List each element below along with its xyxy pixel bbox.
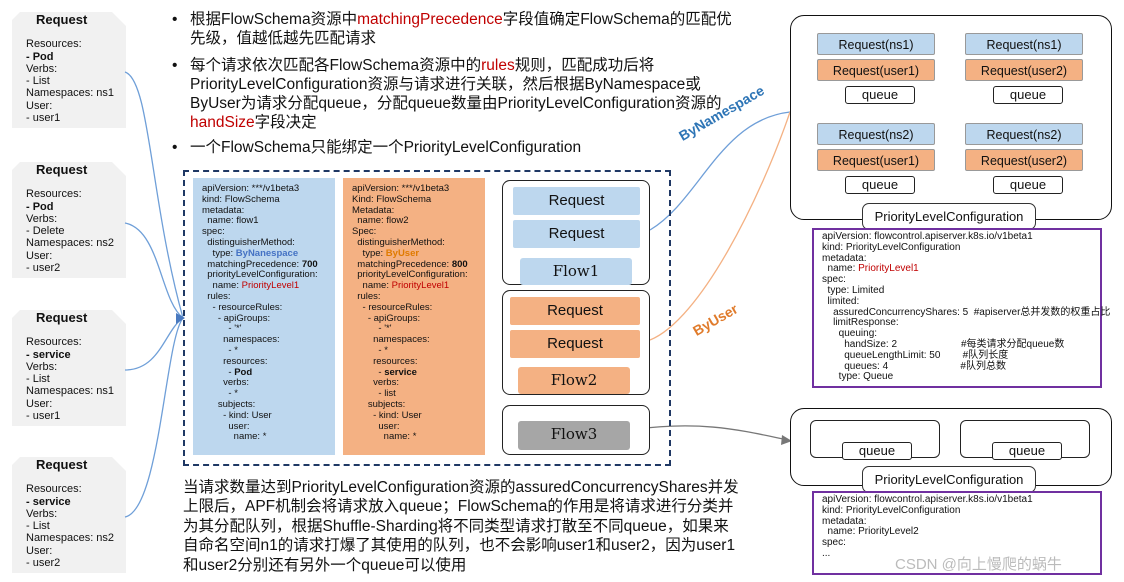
plc2-yaml: apiVersion: flowcontrol.apiserver.k8s.io… xyxy=(812,491,1102,575)
queued-request: Request(user1) xyxy=(817,149,935,171)
arrow-head xyxy=(781,435,792,445)
watermark: CSDN @向上慢爬的蜗牛 xyxy=(895,556,1062,573)
user-value: - user2 xyxy=(26,262,61,275)
user-label: User: xyxy=(26,397,53,410)
flow2-yaml: apiVersion: ***/v1beta3 Kind: FlowSchema… xyxy=(343,178,485,455)
namespace-value: Namespaces: ns2 xyxy=(26,532,115,545)
request-card: Request Resources: - Pod Verbs: - Delete… xyxy=(12,162,126,278)
user-label: User: xyxy=(26,249,53,262)
queued-request: Request(user2) xyxy=(965,59,1083,81)
verb-value: - Delete xyxy=(26,225,65,238)
flow3-arrow xyxy=(629,425,789,441)
queue: queue xyxy=(993,86,1063,104)
plc1-label: PriorityLevelConfiguration xyxy=(862,203,1036,230)
flow2-request: Request xyxy=(510,330,640,358)
queued-request: Request(ns1) xyxy=(965,33,1083,55)
verbs-label: Verbs: xyxy=(26,360,58,373)
resource-value: - service xyxy=(26,495,71,508)
request-title: Request xyxy=(36,457,88,472)
queued-request: Request(ns2) xyxy=(817,123,935,145)
flow3-label: Flow3 xyxy=(518,421,630,450)
user-label: User: xyxy=(26,99,53,112)
request-card: Request Resources: - service Verbs: - Li… xyxy=(12,457,126,573)
queued-request: Request(user1) xyxy=(817,59,935,81)
verb-value: - List xyxy=(26,75,50,88)
resources-label: Resources: xyxy=(26,483,82,496)
request-title: Request xyxy=(36,12,88,27)
queued-request: Request(user2) xyxy=(965,149,1083,171)
resources-label: Resources: xyxy=(26,336,82,349)
flowschema-frame xyxy=(183,170,671,466)
verb-value: - List xyxy=(26,520,50,533)
bullet-3: 一个FlowSchema只能绑定一个PriorityLevelConfigura… xyxy=(170,138,740,157)
flow2-label: Flow2 xyxy=(518,367,630,394)
verb-value: - List xyxy=(26,373,50,386)
queue-group: Request(ns2) Request(user1) queue xyxy=(815,120,937,195)
queue: queue xyxy=(993,176,1063,194)
request-title: Request xyxy=(36,162,88,177)
bynamespace-arrow xyxy=(649,111,791,231)
resource-value: - Pod xyxy=(26,200,54,213)
verbs-label: Verbs: xyxy=(26,212,58,225)
resource-value: - service xyxy=(26,348,71,361)
flow1-yaml: apiVersion: ***/v1beta3 kind: FlowSchema… xyxy=(193,178,335,455)
flow1-request: Request xyxy=(513,187,640,215)
verbs-label: Verbs: xyxy=(26,507,58,520)
arrow-head xyxy=(176,313,185,324)
connector-line xyxy=(124,71,184,319)
resources-label: Resources: xyxy=(26,38,82,51)
connector-line xyxy=(124,222,184,319)
queued-request: Request(ns2) xyxy=(965,123,1083,145)
request-card: Request Resources: - Pod Verbs: - List N… xyxy=(12,12,126,128)
flow1-label: Flow1 xyxy=(520,258,632,285)
namespace-value: Namespaces: ns1 xyxy=(26,87,115,100)
bullet-2: 每个请求依次匹配各FlowSchema资源中的rules规则，匹配成功后将Pri… xyxy=(170,56,740,132)
verbs-label: Verbs: xyxy=(26,62,58,75)
connector-line xyxy=(124,317,184,518)
plc1-yaml: apiVersion: flowcontrol.apiserver.k8s.io… xyxy=(812,228,1110,388)
resource-value: - Pod xyxy=(26,50,54,63)
plc2-label: PriorityLevelConfiguration xyxy=(862,466,1036,493)
user-value: - user2 xyxy=(26,557,61,570)
resources-label: Resources: xyxy=(26,188,82,201)
explanation-text: 当请求数量达到PriorityLevelConfiguration资源的assu… xyxy=(183,479,739,574)
queue-group: Request(ns1) Request(user2) queue xyxy=(963,30,1085,105)
queue: queue xyxy=(845,176,915,194)
namespace-value: Namespaces: ns2 xyxy=(26,237,115,250)
request-card: Request Resources: - service Verbs: - Li… xyxy=(12,310,126,426)
queue: queue xyxy=(842,442,912,460)
request-title: Request xyxy=(36,310,88,325)
queue: queue xyxy=(992,442,1062,460)
queue-group: Request(ns1) Request(user1) queue xyxy=(815,30,937,105)
namespace-value: Namespaces: ns1 xyxy=(26,385,115,398)
user-label: User: xyxy=(26,544,53,557)
user-value: - user1 xyxy=(26,112,61,125)
queued-request: Request(ns1) xyxy=(817,33,935,55)
flow1-request: Request xyxy=(513,220,640,248)
queue: queue xyxy=(845,86,915,104)
bullet-1: 根据FlowSchema资源中matchingPrecedence字段值确定Fl… xyxy=(170,10,740,48)
user-value: - user1 xyxy=(26,410,61,423)
flow2-request: Request xyxy=(510,297,640,325)
queue-group: Request(ns2) Request(user2) queue xyxy=(963,120,1085,195)
